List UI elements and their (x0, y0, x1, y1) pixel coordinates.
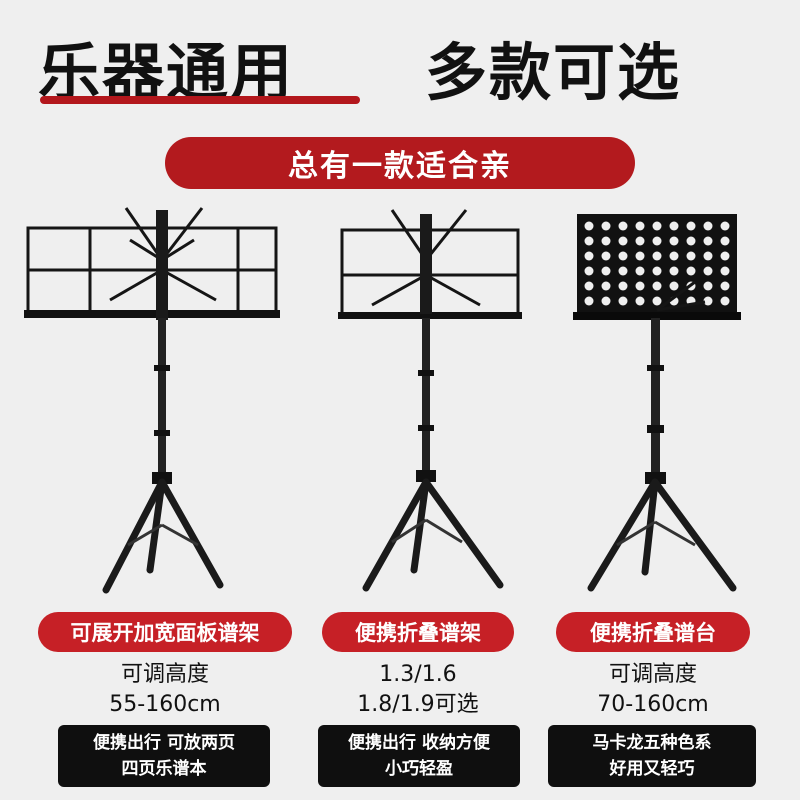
spec-line: 可调高度 (120, 662, 209, 687)
panel-hole (618, 296, 628, 306)
feature-box-wide-stand: 便携出行 可放两页 四页乐谱本 (58, 725, 270, 787)
product-label-desk-stand: 便携折叠谱台 (556, 612, 750, 652)
feature-line: 好用又轻巧 (609, 759, 695, 779)
panel-hole (601, 266, 611, 276)
wide-wire-stand-image (24, 207, 280, 594)
banner-pill: 总有一款适合亲 (165, 137, 635, 189)
panel-hole (720, 221, 730, 231)
panel-hole (601, 236, 611, 246)
panel-hole (686, 251, 696, 261)
panel-hole (635, 221, 645, 231)
panel-hole (669, 281, 679, 291)
spec-line: 可调高度 (608, 662, 697, 687)
product-label-folding-stand: 便携折叠谱架 (322, 612, 514, 652)
panel-hole (601, 281, 611, 291)
panel-hole (703, 281, 713, 291)
panel-hole (618, 281, 628, 291)
panel-hole (635, 296, 645, 306)
panel-hole (652, 266, 662, 276)
panel-hole (669, 236, 679, 246)
panel-hole (703, 266, 713, 276)
panel-hole (703, 251, 713, 261)
panel-hole (584, 266, 594, 276)
panel-hole (686, 236, 696, 246)
product-label-wide-stand: 可展开加宽面板谱架 (38, 612, 292, 652)
panel-hole (686, 266, 696, 276)
panel-hole (618, 236, 628, 246)
perforated-desk-stand-image (573, 214, 741, 592)
panel-hole (720, 236, 730, 246)
feature-line: 便携出行 收纳方便 (348, 733, 490, 753)
headline-right: 多款可选 (425, 36, 682, 109)
panel-hole (720, 251, 730, 261)
panel-hole (635, 266, 645, 276)
panel-hole (720, 266, 730, 276)
spec-line: 55-160cm (109, 692, 221, 717)
panel-hole (584, 221, 594, 231)
spec-line: 1.3/1.6 (379, 662, 457, 687)
panel-hole (601, 296, 611, 306)
panel-hole (584, 236, 594, 246)
panel-hole (703, 236, 713, 246)
panel-hole (703, 221, 713, 231)
panel-hole (635, 251, 645, 261)
panel-hole (720, 296, 730, 306)
feature-line: 四页乐谱本 (121, 759, 207, 779)
panel-hole (635, 236, 645, 246)
panel-hole (652, 296, 662, 306)
panel-hole (669, 266, 679, 276)
panel-hole (720, 281, 730, 291)
spec-line: 1.8/1.9可选 (357, 692, 479, 717)
panel-hole (635, 281, 645, 291)
panel-hole (652, 281, 662, 291)
panel-hole (584, 296, 594, 306)
panel-hole (601, 251, 611, 261)
product-spec-folding-stand: 1.3/1.6 1.8/1.9可选 (320, 660, 516, 720)
product-spec-wide-stand: 可调高度 55-160cm (60, 660, 270, 720)
folding-wire-stand-image (338, 209, 522, 592)
panel-hole (618, 251, 628, 261)
feature-line: 小巧轻盈 (385, 759, 453, 779)
panel-hole (703, 296, 713, 306)
panel-hole (652, 236, 662, 246)
panel-hole (584, 251, 594, 261)
feature-box-desk-stand: 马卡龙五种色系 好用又轻巧 (548, 725, 756, 787)
panel-hole (686, 221, 696, 231)
headline-underline (40, 96, 360, 104)
panel-hole (601, 221, 611, 231)
panel-hole (652, 251, 662, 261)
panel-hole (618, 266, 628, 276)
spec-line: 70-160cm (597, 692, 709, 717)
panel-hole (669, 221, 679, 231)
panel-hole (584, 281, 594, 291)
feature-line: 便携出行 可放两页 (93, 733, 235, 753)
panel-hole (652, 221, 662, 231)
product-spec-desk-stand: 可调高度 70-160cm (556, 660, 750, 720)
feature-line: 马卡龙五种色系 (592, 733, 712, 753)
feature-box-folding-stand: 便携出行 收纳方便 小巧轻盈 (318, 725, 520, 787)
panel-hole (669, 251, 679, 261)
panel-hole (618, 221, 628, 231)
